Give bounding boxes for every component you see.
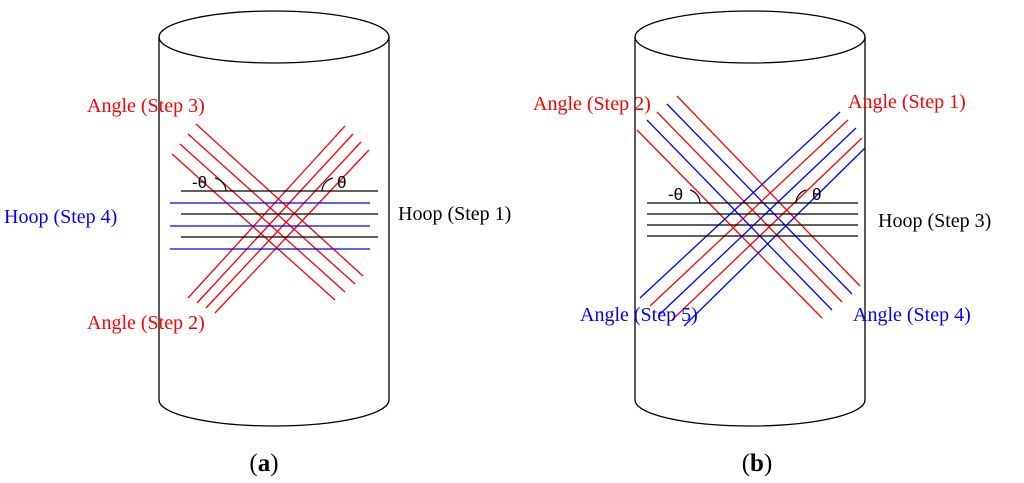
angle-line-pos bbox=[187, 125, 346, 299]
caption-a-letter: a bbox=[258, 450, 271, 477]
caption-b-letter: b bbox=[750, 450, 764, 477]
cylinder-a-top-ellipse bbox=[158, 10, 390, 64]
panel-b-angle-windings-neg bbox=[636, 95, 861, 319]
caption-b-open: ( bbox=[742, 450, 750, 477]
theta-arc-left-b bbox=[689, 189, 701, 204]
angle-line-blue bbox=[683, 147, 866, 327]
label-angle-step1-b: Angle (Step 1) bbox=[848, 91, 966, 113]
cylinder-a-bottom-arc bbox=[158, 399, 390, 427]
label-angle-step2-b: Angle (Step 2) bbox=[533, 93, 651, 115]
cylinder-a bbox=[158, 10, 390, 427]
angle-line-blue bbox=[639, 111, 841, 299]
label-hoop-step4: Hoop (Step 4) bbox=[4, 206, 117, 228]
caption-a-open: ( bbox=[249, 450, 257, 477]
angle-line-red bbox=[649, 119, 849, 307]
angle-line-pos bbox=[196, 133, 354, 304]
angle-line-neg bbox=[179, 143, 346, 293]
theta-arc-left-a bbox=[214, 177, 227, 192]
panel-b-hoop-windings bbox=[647, 202, 858, 237]
caption-a: (a) bbox=[249, 450, 278, 477]
panel-b-angle-windings-pos bbox=[639, 111, 866, 327]
cylinder-b-top-ellipse bbox=[634, 10, 866, 64]
angle-line-blue bbox=[666, 103, 853, 295]
theta-pos-label-b: θ bbox=[812, 185, 821, 204]
caption-b-close: ) bbox=[764, 450, 772, 477]
panel-b: Angle (Step 2) Angle (Step 1) Hoop (Step… bbox=[533, 10, 991, 477]
theta-arc-right-a bbox=[321, 177, 334, 192]
theta-pos-label-a: θ bbox=[337, 173, 346, 192]
panel-a: Angle (Step 3) Hoop (Step 4) Hoop (Step … bbox=[4, 10, 511, 477]
label-angle-step5-b: Angle (Step 5) bbox=[580, 304, 698, 326]
panel-a-hoop-windings bbox=[170, 190, 378, 250]
label-angle-step3: Angle (Step 3) bbox=[87, 95, 205, 117]
angle-line-red bbox=[676, 95, 861, 287]
angle-line-red bbox=[636, 129, 823, 319]
theta-neg-label-a: -θ bbox=[192, 173, 207, 192]
angle-line-red bbox=[671, 137, 863, 321]
cylinder-b-bottom-arc bbox=[634, 399, 866, 427]
angle-line-neg bbox=[195, 123, 364, 277]
panel-a-angle-windings bbox=[171, 123, 370, 314]
label-hoop-step3-b: Hoop (Step 3) bbox=[878, 210, 991, 232]
angle-line-neg bbox=[187, 133, 356, 285]
cylinder-b bbox=[634, 10, 866, 427]
caption-b: (b) bbox=[742, 450, 773, 477]
angle-line-blue bbox=[659, 127, 857, 315]
angle-line-pos bbox=[214, 149, 370, 314]
angle-line-red bbox=[656, 111, 843, 303]
theta-arc-right-b bbox=[795, 189, 807, 204]
angle-line-pos bbox=[205, 141, 362, 309]
angle-line-blue bbox=[646, 119, 833, 311]
theta-neg-label-b: -θ bbox=[668, 185, 683, 204]
label-hoop-step1: Hoop (Step 1) bbox=[398, 203, 511, 225]
label-angle-step2: Angle (Step 2) bbox=[87, 312, 205, 334]
label-angle-step4-b: Angle (Step 4) bbox=[853, 304, 971, 326]
caption-a-close: ) bbox=[270, 450, 278, 477]
